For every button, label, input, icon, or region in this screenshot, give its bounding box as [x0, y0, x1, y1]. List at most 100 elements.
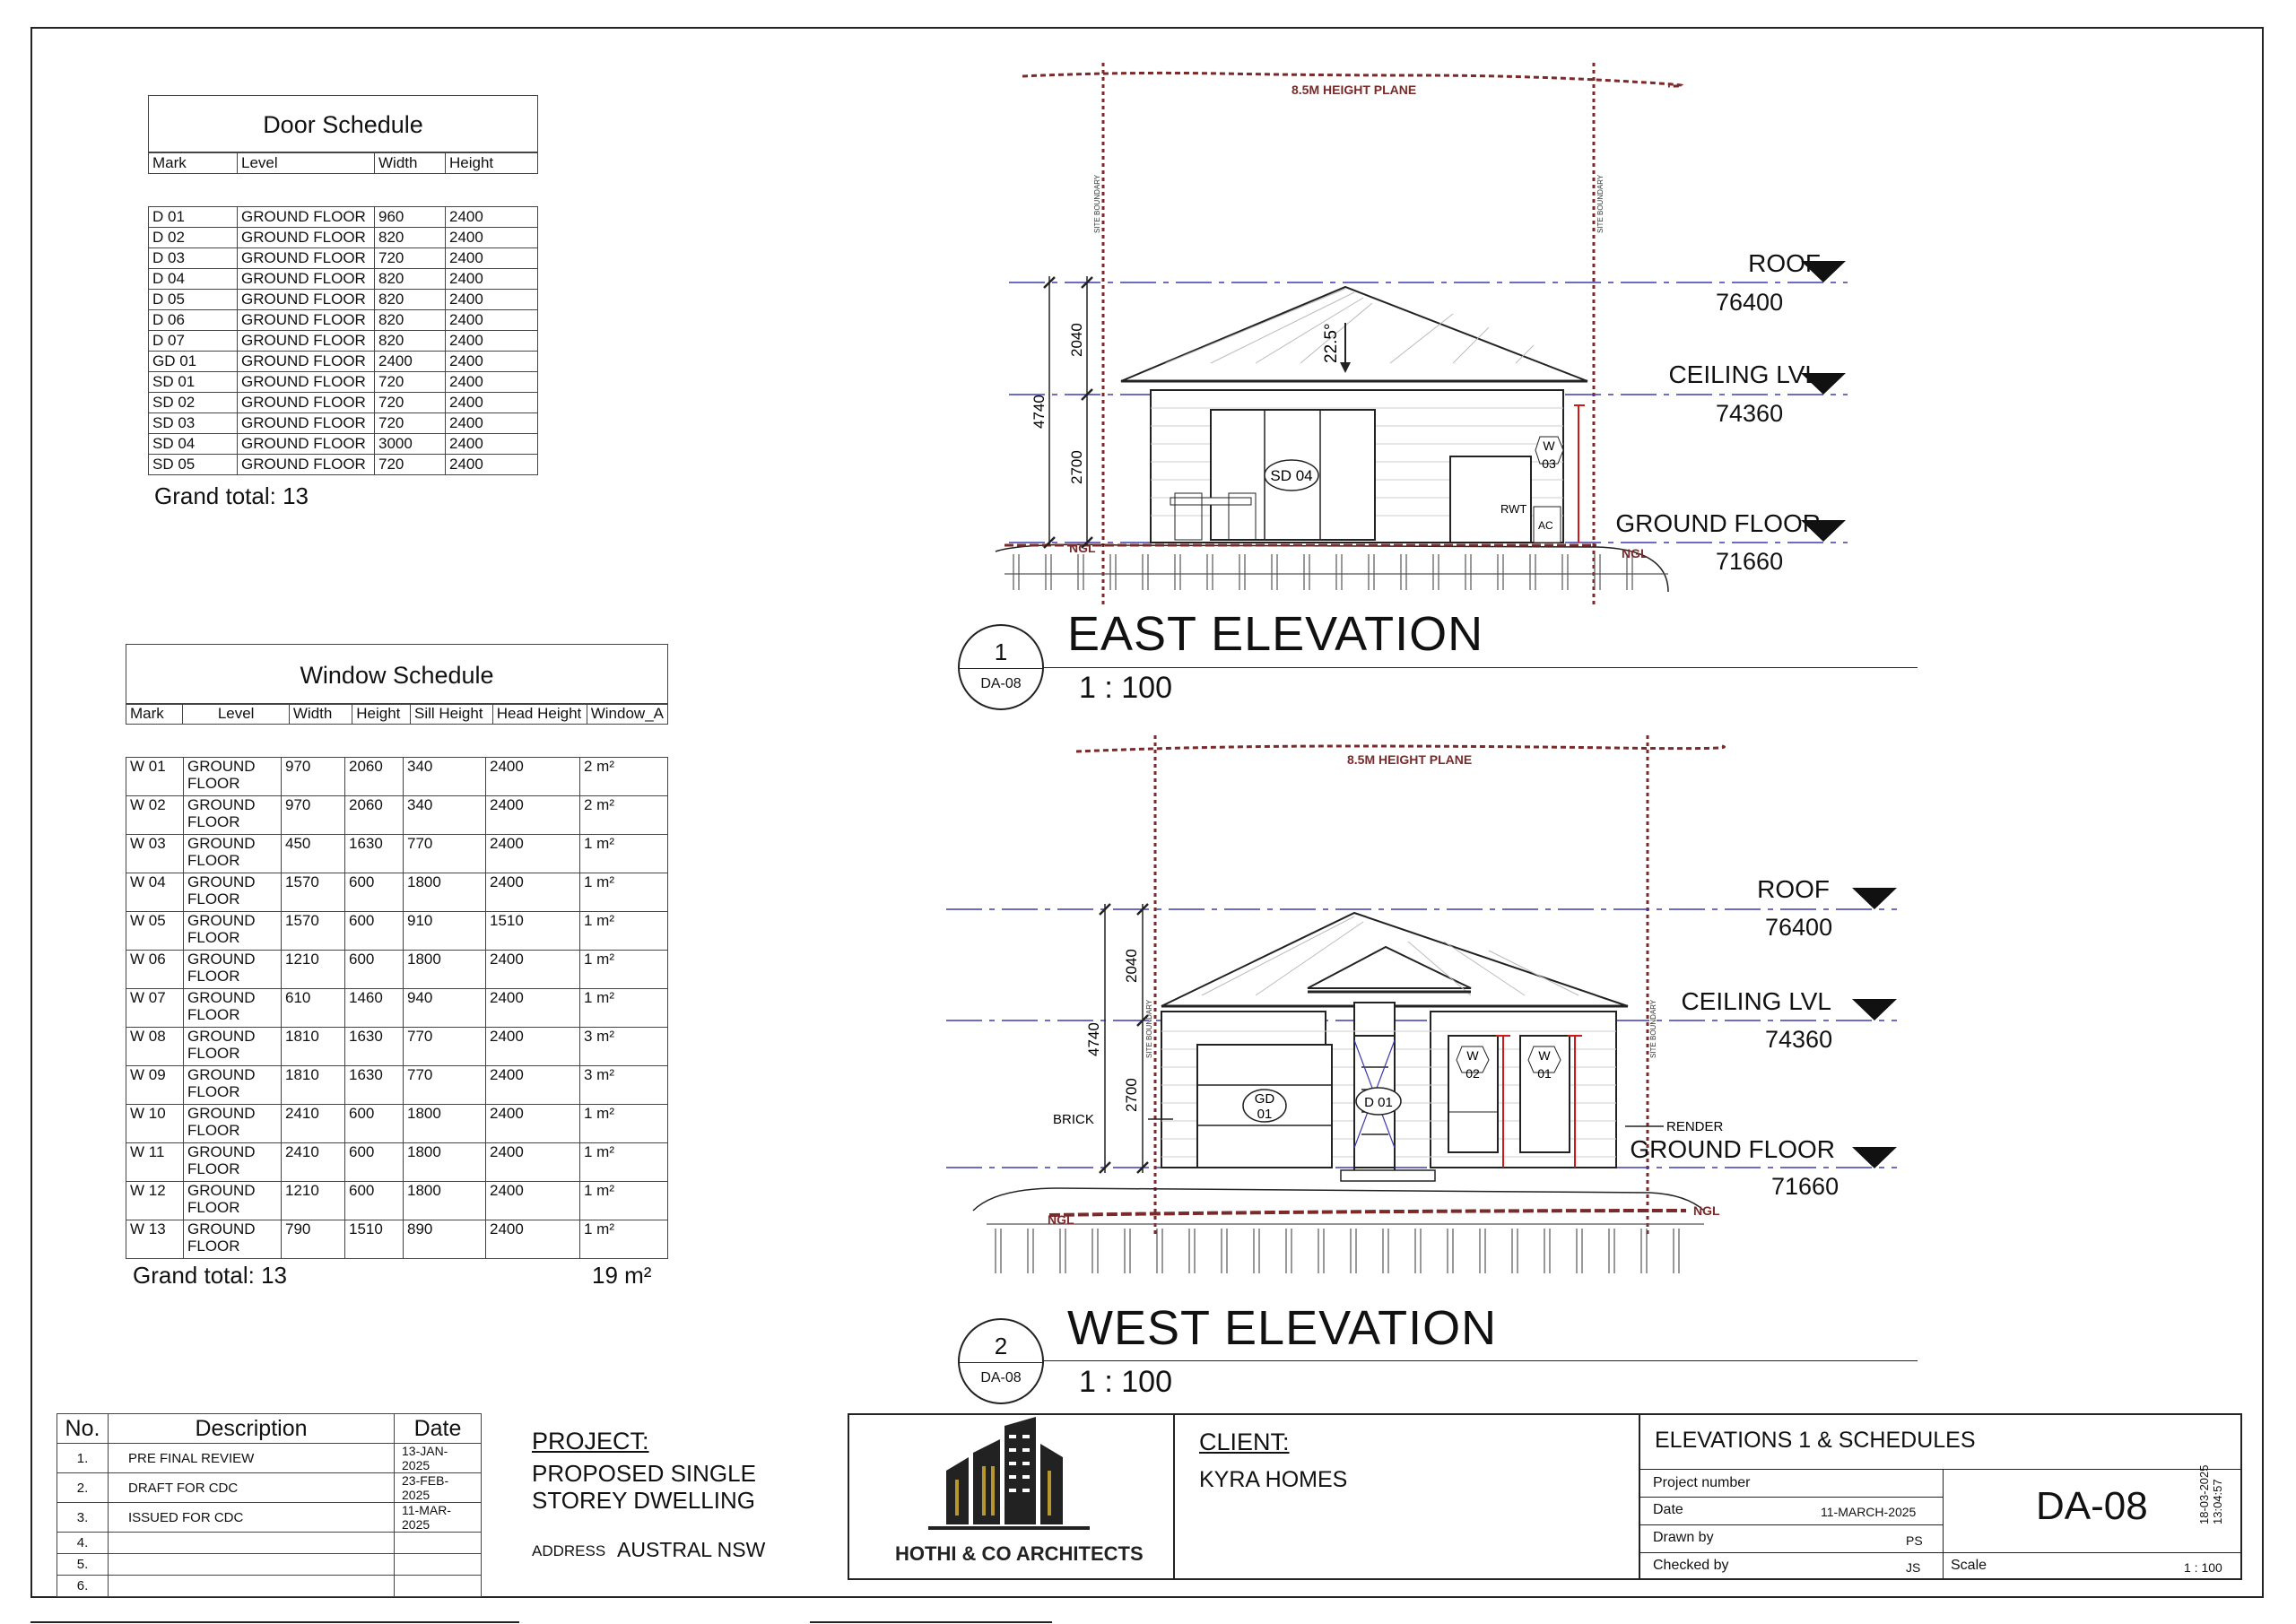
- door-col-height: Height: [445, 152, 538, 174]
- sheet-number: DA-08: [2036, 1484, 2148, 1528]
- window-cell: 1460: [344, 988, 404, 1028]
- window-cell: W 04: [126, 873, 184, 912]
- revision-cell: 13-JAN-2025: [394, 1443, 482, 1473]
- door-cell: D 02: [148, 227, 238, 248]
- west-dim-roof: 2040: [1123, 949, 1140, 983]
- west-roof-label: ROOF: [1757, 875, 1830, 903]
- east-marker-ref: DA-08: [980, 676, 1022, 691]
- door-cell: GROUND FLOOR: [237, 371, 375, 393]
- window-cell: 1 m²: [579, 873, 668, 912]
- door-cell: 720: [374, 454, 446, 475]
- rev-col-date: Date: [394, 1413, 482, 1444]
- door-cell: 720: [374, 392, 446, 413]
- west-roof-marker: [1852, 888, 1897, 909]
- door-schedule-header: Mark Level Width Height: [148, 152, 538, 174]
- rev-col-description: Description: [108, 1413, 395, 1444]
- door-cell: GD 01: [148, 351, 238, 372]
- window-cell: 3 m²: [579, 1065, 668, 1105]
- west-scale: 1 : 100: [1079, 1365, 1172, 1399]
- window-cell: 1800: [403, 950, 486, 989]
- door-schedule-title: Door Schedule: [148, 95, 538, 152]
- window-cell: GROUND FLOOR: [183, 834, 282, 873]
- door-col-width: Width: [374, 152, 446, 174]
- door-cell: GROUND FLOOR: [237, 309, 375, 331]
- scale-label: Scale: [1951, 1558, 1987, 1573]
- west-elevation-title: WEST ELEVATION: [1067, 1301, 1498, 1355]
- window-cell: GROUND FLOOR: [183, 757, 282, 796]
- west-ngl-left: NGL: [1048, 1212, 1074, 1227]
- west-dim-wall: 2700: [1123, 1078, 1140, 1112]
- tb-v-line: [1943, 1469, 1944, 1580]
- west-ground-level: 71660: [1771, 1173, 1839, 1200]
- window-cell: 1 m²: [579, 950, 668, 989]
- door-cell: 820: [374, 309, 446, 331]
- window-cell: W 02: [126, 795, 184, 835]
- window-cell: 770: [403, 834, 486, 873]
- east-site-boundary-right: SITE BOUNDARY: [1596, 174, 1605, 233]
- door-cell: D 07: [148, 330, 238, 352]
- door-cell: 2400: [445, 371, 538, 393]
- win-col-sill: Sill Height: [409, 703, 493, 725]
- door-cell: 2400: [374, 351, 446, 372]
- window-cell: 1800: [403, 1104, 486, 1143]
- east-ceiling-marker: [1801, 373, 1846, 395]
- east-rwt-label: RWT: [1500, 502, 1526, 516]
- window-cell: 1630: [344, 1027, 404, 1066]
- west-ground-label: GROUND FLOOR: [1630, 1135, 1835, 1163]
- west-brick-label: BRICK: [1053, 1112, 1094, 1127]
- window-cell: 1800: [403, 873, 486, 912]
- window-cell: 2400: [485, 795, 580, 835]
- door-cell: 2400: [445, 330, 538, 352]
- door-cell: 720: [374, 413, 446, 434]
- window-cell: 600: [344, 873, 404, 912]
- door-cell: GROUND FLOOR: [237, 248, 375, 269]
- door-col-level: Level: [237, 152, 375, 174]
- door-cell: 2400: [445, 309, 538, 331]
- door-grand-total: Grand total: 13: [154, 482, 309, 509]
- window-cell: 2400: [485, 1181, 580, 1220]
- drawn-by-label: Drawn by: [1653, 1530, 1714, 1545]
- window-cell: W 09: [126, 1065, 184, 1105]
- revision-row: 6.: [57, 1575, 482, 1597]
- window-cell: 790: [281, 1220, 345, 1259]
- window-cell: 1 m²: [579, 1142, 668, 1182]
- west-elevation-drawing: 8.5M HEIGHT PLANE SITE BOUNDARY SITE BOU…: [946, 735, 1897, 1273]
- window-cell: 1800: [403, 1181, 486, 1220]
- tb-h-line-4: [1639, 1552, 2242, 1553]
- door-cell: GROUND FLOOR: [237, 433, 375, 455]
- east-view-marker: 1 DA-08: [958, 624, 1044, 710]
- window-cell: 600: [344, 1142, 404, 1182]
- west-site-boundary-left: SITE BOUNDARY: [1145, 999, 1153, 1058]
- window-cell: GROUND FLOOR: [183, 1027, 282, 1066]
- window-cell: W 06: [126, 950, 184, 989]
- window-cell: 1810: [281, 1065, 345, 1105]
- west-ceiling-level: 74360: [1765, 1026, 1833, 1053]
- window-cell: 610: [281, 988, 345, 1028]
- logo-divider: [1173, 1413, 1175, 1580]
- door-cell: 2400: [445, 227, 538, 248]
- door-cell: GROUND FLOOR: [237, 454, 375, 475]
- door-cell: 2400: [445, 433, 538, 455]
- checked-by-value: JS: [1906, 1560, 1921, 1575]
- door-cell: GROUND FLOOR: [237, 392, 375, 413]
- revision-cell: [108, 1532, 395, 1554]
- west-dim-total: 4740: [1085, 1022, 1102, 1056]
- window-cell: 2400: [485, 988, 580, 1028]
- revision-cell: PRE FINAL REVIEW: [108, 1443, 395, 1473]
- project-line1: PROPOSED SINGLE: [532, 1460, 756, 1487]
- door-cell: SD 01: [148, 371, 238, 393]
- east-roof-level: 76400: [1716, 289, 1784, 316]
- door-cell: 2400: [445, 248, 538, 269]
- door-cell: SD 03: [148, 413, 238, 434]
- window-cell: W 01: [126, 757, 184, 796]
- east-roof-marker: [1801, 261, 1846, 282]
